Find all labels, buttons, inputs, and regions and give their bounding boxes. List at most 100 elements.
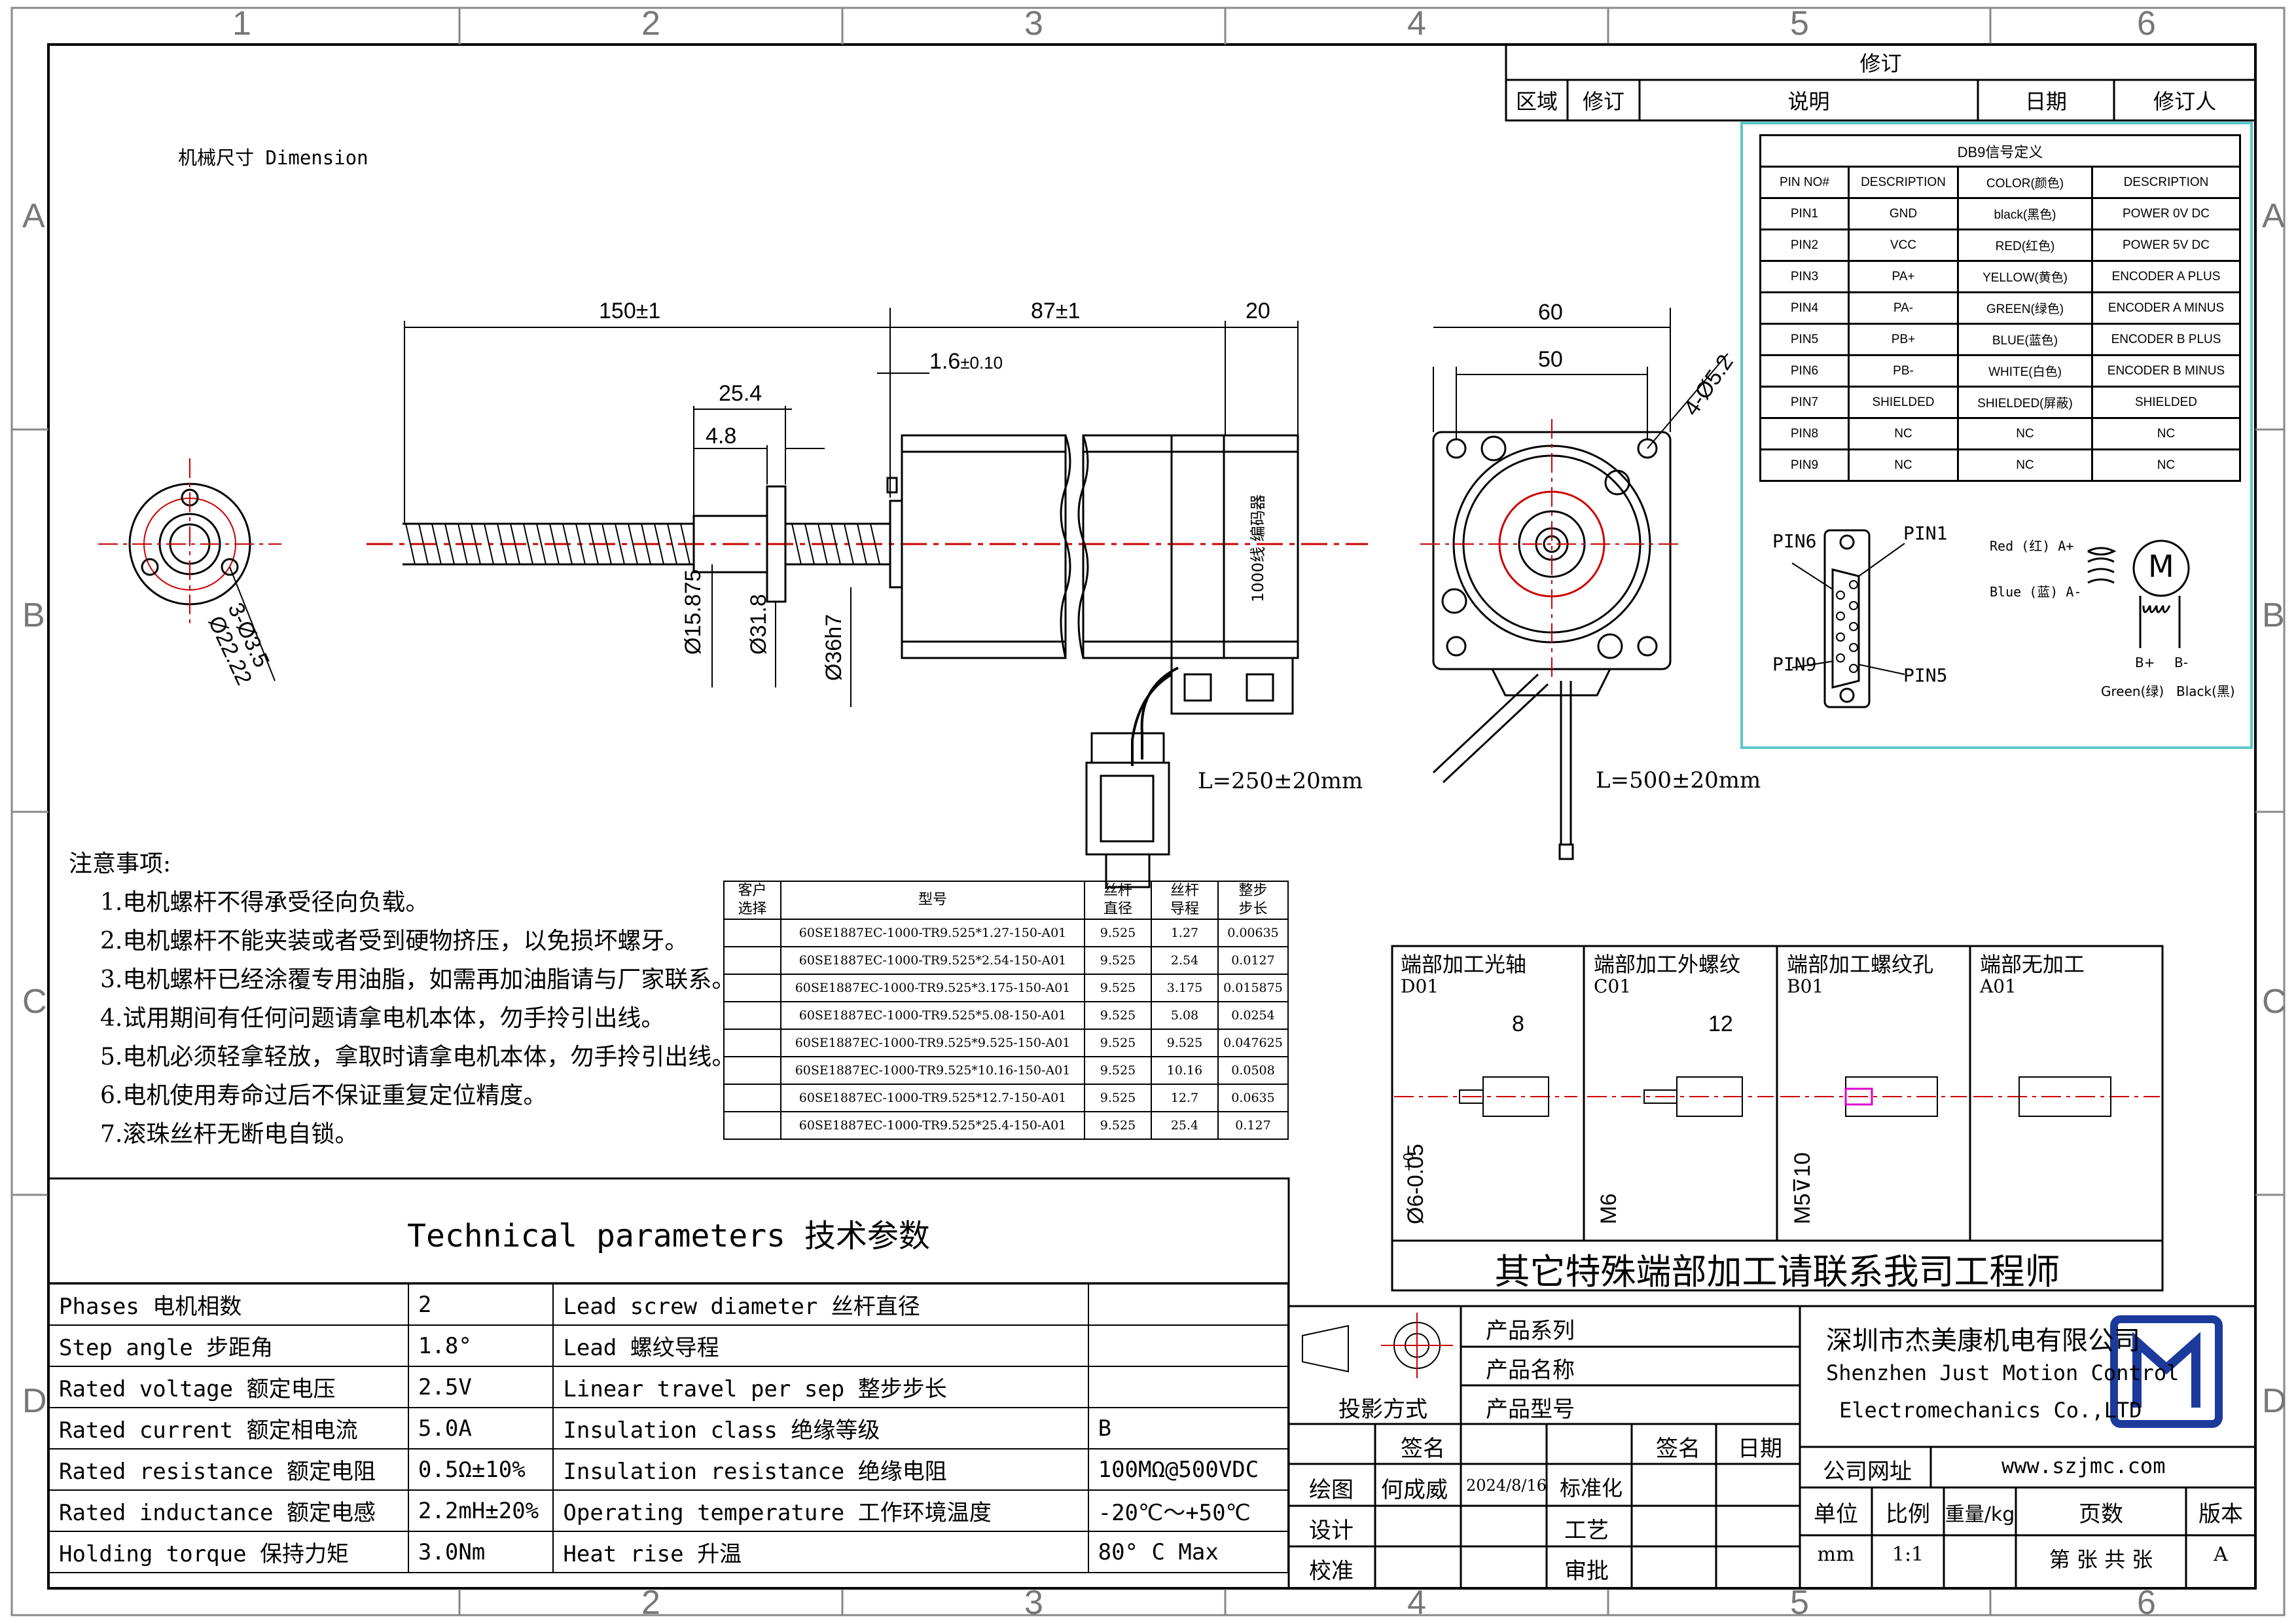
zone-side-c-right: C [2262,983,2287,1021]
selection-table: 客户 选择 型号 丝杆 直径 丝杆 导程 整步 步长 60SE1887EC-10… [723,881,1289,1140]
dimension-label: 机械尺寸 Dimension [178,147,368,169]
zone-top-2: 2 [641,5,660,43]
end-option-diameter: M6 [1596,1193,1621,1224]
selection-checkbox-cell[interactable] [723,1029,781,1057]
end-option-title: 端部加工外螺纹 [1594,952,1741,977]
tech-cell: Rated inductance 额定电感 [48,1489,409,1532]
zone-side-a: A [22,197,45,235]
selection-cell: 60SE1887EC-1000-TR9.525*12.7-150-A01 [780,1084,1085,1112]
selection-cell: 12.7 [1151,1084,1219,1112]
tb-approve-label: 审批 [1564,1558,1609,1584]
tb-model-label: 产品型号 [1486,1396,1575,1423]
note-item: 2.电机螺杆不能夹装或者受到硬物挤压，以免损坏螺牙。 [100,928,689,955]
zone-top-5: 5 [1790,5,1809,43]
notes-title: 注意事项: [69,850,171,877]
db9-cell: NC [1957,448,2093,482]
encoder-label: 1000线 编码器 [1249,494,1267,602]
selection-cell: 9.525 [1151,1029,1219,1057]
db9-cell: PIN7 [1759,386,1850,419]
tech-cell: -20℃～+50℃ [1087,1489,1289,1532]
revision-header-rev: 修订 [1582,89,1624,114]
selection-checkbox-cell[interactable] [723,1001,781,1030]
selection-checkbox-cell[interactable] [723,1056,781,1085]
selection-cell: 9.525 [1084,974,1152,1002]
zone-top-6: 6 [2137,5,2156,43]
tb-sign2-label: 签名 [1656,1436,1700,1462]
selection-cell: 0.0508 [1217,1056,1289,1085]
end-option-dim: 8 [1512,1012,1524,1036]
selection-cell: 2.54 [1151,946,1219,975]
db9-cell: NC [2091,448,2241,482]
selection-cell: 10.16 [1151,1056,1219,1085]
dim-body-length: 87±1 [1031,299,1081,323]
selection-checkbox-cell[interactable] [723,974,781,1002]
selection-cell: 60SE1887EC-1000-TR9.525*2.54-150-A01 [780,946,1085,975]
zone-bottom-3: 3 [1024,1584,1043,1622]
tech-cell: Lead 螺纹导程 [552,1324,1089,1367]
company-name-en1: Shenzhen Just Motion Control [1826,1360,2179,1385]
dim-screw-diameter: Ø15.875 [681,569,706,655]
db9-cell: SHIELDED [2091,386,2241,419]
selection-checkbox-cell[interactable] [723,946,781,975]
end-option-code: A01 [1980,976,2017,997]
cable-length-left: L=250±20mm [1198,768,1363,794]
dim-nut-flange: 4.8 [706,424,737,448]
tb-scale-label: 比例 [1886,1501,1930,1527]
revision-header-date: 日期 [2024,89,2067,114]
db9-header-color: COLOR(颜色) [1957,166,2093,199]
tb-website[interactable]: www.szjmc.com [2001,1453,2166,1478]
motor-green: Green(绿) [2101,684,2164,699]
tech-cell: Insulation resistance 绝缘电阻 [552,1448,1089,1491]
tb-projection-label: 投影方式 [1338,1396,1427,1423]
pin9-label: PIN9 [1772,653,1817,675]
dim-hole-spacing: 50 [1538,347,1563,372]
revision-header-desc: 说明 [1787,89,1830,114]
db9-cell: POWER 0V DC [2091,197,2241,230]
tb-draw-date: 2024/8/16 [1466,1476,1547,1495]
pin6-label: PIN6 [1772,530,1817,552]
selection-cell: 9.525 [1084,919,1152,947]
selection-checkbox-cell[interactable] [723,1084,781,1112]
tech-cell: Linear travel per sep 整步步长 [552,1366,1089,1408]
tech-cell: Step angle 步距角 [48,1324,409,1367]
selection-cell: 9.525 [1084,1084,1152,1112]
motor-b-plus: B+ [2135,655,2155,670]
db9-header-pin: PIN NO# [1759,166,1850,199]
tech-cell: Insulation class 绝缘等级 [552,1407,1089,1450]
revision-header-zone: 区域 [1515,89,1558,114]
tb-pages-label: 页数 [2079,1501,2123,1527]
end-option-code: D01 [1401,976,1439,997]
selection-table-wrapper: 客户 选择 型号 丝杆 直径 丝杆 导程 整步 步长 60SE1887EC-10… [723,881,1289,1140]
db9-cell: NC [2091,417,2241,450]
db9-cell: POWER 5V DC [2091,228,2241,262]
db9-cell: PIN4 [1759,291,1850,325]
selection-checkbox-cell[interactable] [723,1111,781,1140]
selection-cell: 0.127 [1217,1111,1289,1140]
zone-side-c: C [22,983,47,1021]
db9-cell: NC [1848,417,1959,450]
selection-cell: 9.525 [1084,1111,1152,1140]
zone-side-a-right: A [2262,197,2285,235]
end-option-title: 端部加工螺纹孔 [1787,952,1934,977]
revision-header-reviser: 修订人 [2153,89,2216,114]
db9-table: DB9信号定义 PIN NO# DESCRIPTION COLOR(颜色) DE… [1759,134,2241,482]
tb-unit-label: 单位 [1814,1501,1858,1527]
tb-name-label: 产品名称 [1486,1357,1575,1383]
note-item: 3.电机螺杆已经涂覆专用油脂，如需再加油脂请与厂家联系。 [100,966,736,993]
company-logo-icon [2114,1319,2219,1424]
tb-weight-label: 重量/kg [1945,1503,2015,1526]
selection-cell: 9.525 [1084,1029,1152,1057]
selection-cell: 5.08 [1151,1001,1219,1030]
selection-checkbox-cell[interactable] [723,919,781,947]
pin1-label: PIN1 [1903,522,1948,544]
motor-a-minus: Blue (蓝) A- [1990,584,2082,600]
tech-cell: 2 [407,1283,554,1326]
selection-cell: 1.27 [1151,919,1219,947]
